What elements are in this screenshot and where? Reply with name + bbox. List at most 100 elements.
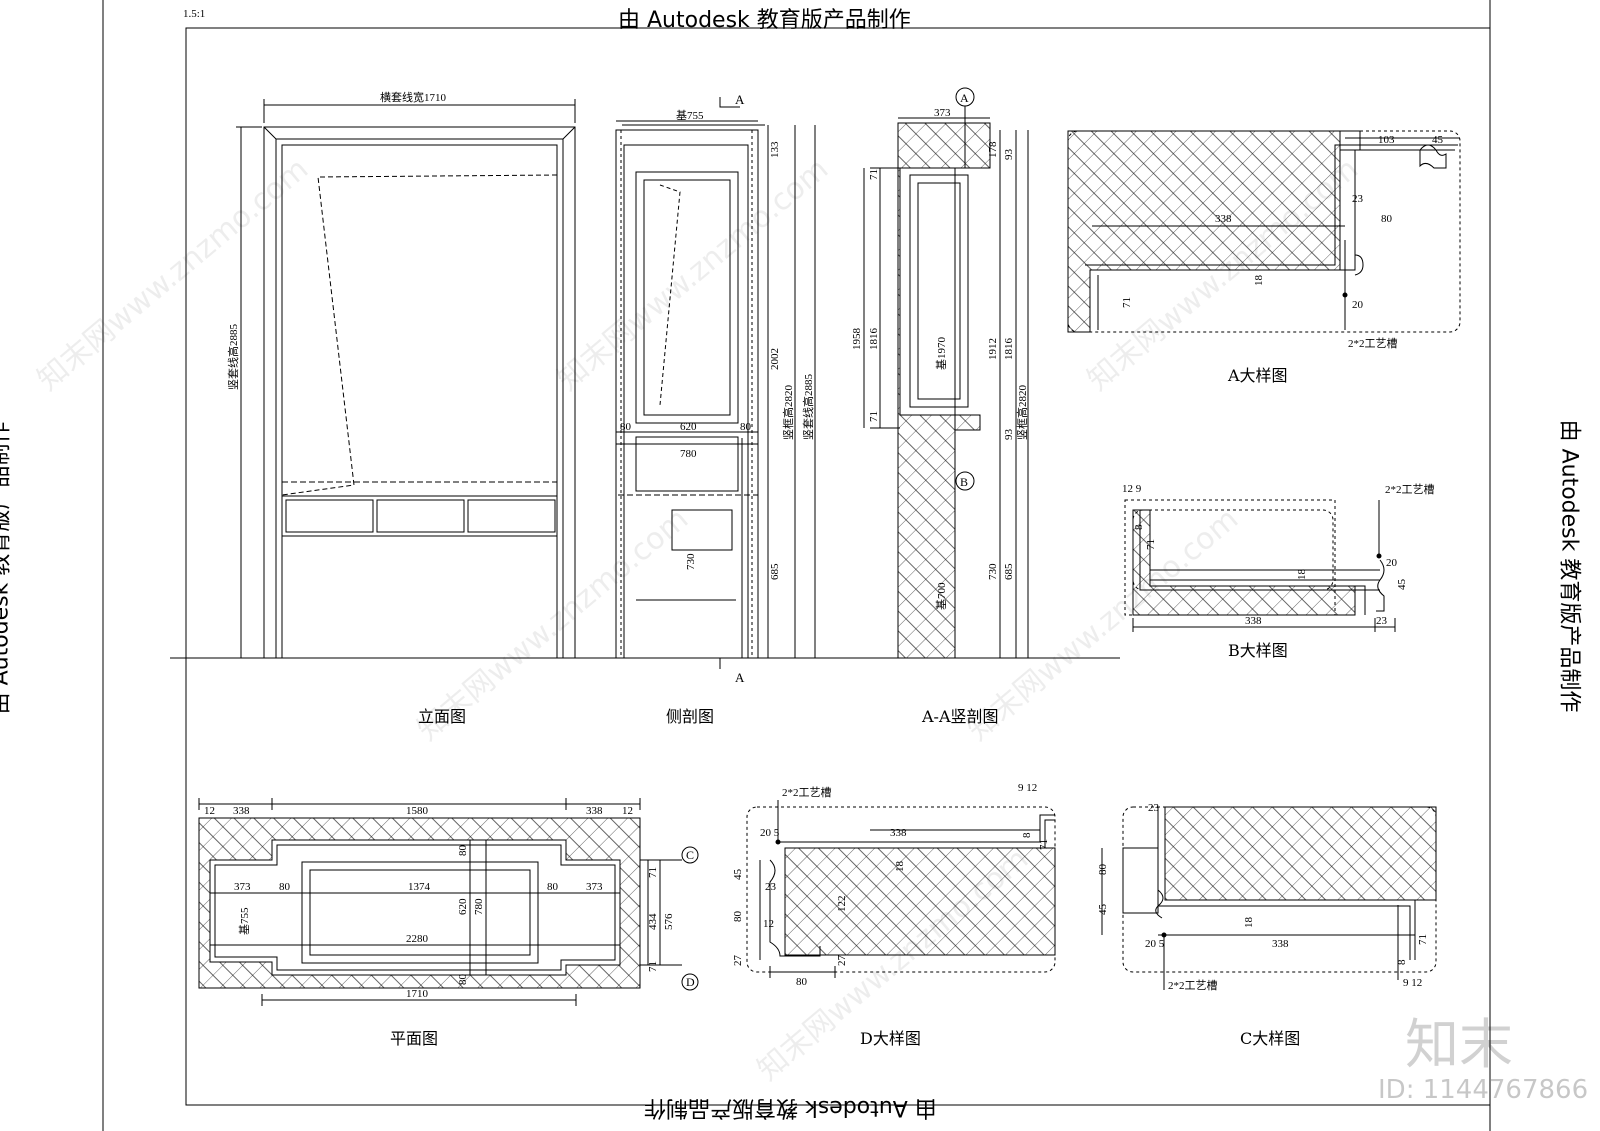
dim-338: 338 bbox=[1245, 615, 1262, 627]
plan-dims: 12 338 1580 338 12 373 80 1374 80 373 22… bbox=[204, 805, 695, 1000]
detail-a-dims: 103 45 338 80 18 71 20 23 2*2工艺槽 bbox=[1121, 134, 1444, 350]
dim-80-right: 80 bbox=[740, 421, 752, 433]
dim-685: 685 bbox=[769, 563, 781, 580]
dim-71-top: 71 bbox=[868, 169, 880, 180]
dim-1710: 1710 bbox=[406, 988, 429, 1000]
dim-122: 122 bbox=[836, 896, 848, 913]
scale-label: 1.5:1 bbox=[183, 8, 206, 20]
dim-338-right: 338 bbox=[586, 805, 603, 817]
dim-71-bottom: 71 bbox=[868, 411, 880, 422]
dim-20-5: 20 5 bbox=[760, 827, 780, 839]
dim-685: 685 bbox=[1003, 563, 1015, 580]
dim-8: 8 bbox=[1021, 832, 1033, 838]
dim-23: 23 bbox=[765, 881, 777, 893]
dim-80: 80 bbox=[1381, 213, 1393, 225]
dim-373: 373 bbox=[934, 107, 951, 119]
dim-1580: 1580 bbox=[406, 805, 429, 817]
dim-780: 780 bbox=[473, 898, 485, 915]
elevation-width-dim: 横套线宽1710 bbox=[380, 90, 446, 104]
dim-18: 18 bbox=[1243, 917, 1255, 929]
dim-20-5: 20 5 bbox=[1145, 938, 1165, 950]
dim-20: 20 bbox=[1386, 557, 1398, 569]
dim-338-left: 338 bbox=[233, 805, 250, 817]
dim-71-bottom: 71 bbox=[647, 961, 659, 972]
dim-1912: 1912 bbox=[987, 338, 999, 360]
dim-71: 71 bbox=[1145, 539, 1157, 550]
dim-80-right: 80 bbox=[547, 881, 559, 893]
detail-a-drawing bbox=[1067, 130, 1461, 333]
dim-1816-right: 1816 bbox=[1003, 338, 1015, 361]
dim-2280: 2280 bbox=[406, 933, 429, 945]
caption-detail-a: A大样图 bbox=[1228, 366, 1288, 385]
dim-80: 80 bbox=[1097, 864, 1109, 876]
dim-133: 133 bbox=[769, 141, 781, 158]
dim-71: 71 bbox=[1121, 297, 1133, 308]
dim-80: 80 bbox=[796, 976, 808, 988]
detail-d-dims: 2*2工艺槽 9 12 20 5 338 8 71 45 18 23 122 8… bbox=[732, 782, 1050, 988]
dim-12-left: 12 bbox=[204, 805, 215, 817]
watermark-id: ID: 1144767866 bbox=[1378, 1075, 1589, 1105]
aa-section-drawing bbox=[863, 87, 1029, 659]
dim-93-top: 93 bbox=[1003, 149, 1015, 161]
dim-18: 18 bbox=[894, 861, 906, 873]
dim-45: 45 bbox=[1396, 579, 1408, 591]
detail-c-drawing bbox=[1101, 806, 1437, 990]
dim-27-right: 27 bbox=[836, 955, 848, 967]
side-section-drawing bbox=[615, 97, 816, 669]
groove-label: 2*2工艺槽 bbox=[1348, 337, 1398, 350]
dim-80-left: 80 bbox=[279, 881, 291, 893]
marker-c: C bbox=[686, 848, 694, 862]
caption-elevation: 立面图 bbox=[418, 707, 467, 726]
dim-23: 23 bbox=[1376, 615, 1388, 627]
dim-base-755: 基755 bbox=[238, 907, 251, 935]
dim-178: 178 bbox=[987, 141, 999, 158]
dim-base-755: 基755 bbox=[676, 109, 704, 122]
cut-marker-a-top: A bbox=[735, 92, 745, 107]
dim-373-right: 373 bbox=[586, 881, 603, 893]
marker-d: D bbox=[686, 975, 695, 989]
dim-45: 45 bbox=[1097, 904, 1109, 916]
dim-23: 23 bbox=[1352, 193, 1364, 205]
dim-12-9: 12 9 bbox=[1122, 483, 1142, 495]
caption-side-section: 侧剖图 bbox=[666, 707, 715, 726]
marker-b: B bbox=[960, 475, 968, 489]
dim-base-1970: 基1970 bbox=[935, 337, 948, 370]
groove-label: 2*2工艺槽 bbox=[1168, 979, 1218, 992]
detail-b-drawing bbox=[1124, 499, 1396, 632]
dim-2885: 竖套线高2885 bbox=[801, 374, 815, 440]
dim-338: 338 bbox=[1215, 213, 1232, 225]
groove-label: 2*2工艺槽 bbox=[1385, 483, 1435, 496]
detail-c-dims: 23 80 45 18 20 5 338 71 8 9 12 2*2工艺槽 bbox=[1097, 802, 1429, 992]
dim-620: 620 bbox=[680, 421, 697, 433]
dim-base-700: 基700 bbox=[935, 582, 948, 610]
groove-label: 2*2工艺槽 bbox=[782, 786, 832, 799]
dim-45: 45 bbox=[732, 869, 744, 881]
detail-b-dims: 12 9 2*2工艺槽 8 71 18 20 45 338 23 bbox=[1122, 483, 1435, 627]
dim-80-left: 80 bbox=[620, 421, 632, 433]
aa-section-dims: 373 A B 178 93 1958 1816 71 71 基1970 基70… bbox=[851, 91, 1029, 610]
dim-620: 620 bbox=[457, 898, 469, 915]
marker-a: A bbox=[960, 91, 969, 105]
dim-338: 338 bbox=[890, 827, 907, 839]
dim-1816-left: 1816 bbox=[868, 328, 880, 351]
stamp-top: 由 Autodesk 教育版产品制作 bbox=[618, 8, 911, 33]
dim-27-left: 27 bbox=[732, 955, 744, 967]
dim-20: 20 bbox=[1352, 299, 1364, 311]
dim-2820: 竖框高2820 bbox=[781, 385, 795, 440]
cut-marker-a-bottom: A bbox=[735, 670, 745, 685]
dim-45: 45 bbox=[1432, 134, 1444, 146]
dim-80-top: 80 bbox=[457, 845, 469, 857]
dim-730: 730 bbox=[987, 563, 999, 580]
elevation-drawing bbox=[170, 99, 1120, 659]
dim-1958: 1958 bbox=[851, 328, 863, 351]
watermark-brand: 知末 bbox=[1405, 1013, 1513, 1076]
dim-1374: 1374 bbox=[408, 881, 431, 893]
dim-12-right: 12 bbox=[622, 805, 633, 817]
dim-93-bottom: 93 bbox=[1003, 429, 1015, 441]
dim-18: 18 bbox=[1296, 569, 1308, 581]
dim-12: 12 bbox=[763, 918, 774, 930]
caption-detail-c: C大样图 bbox=[1240, 1029, 1301, 1048]
dim-71: 71 bbox=[1417, 934, 1429, 945]
dim-576: 576 bbox=[663, 913, 675, 930]
